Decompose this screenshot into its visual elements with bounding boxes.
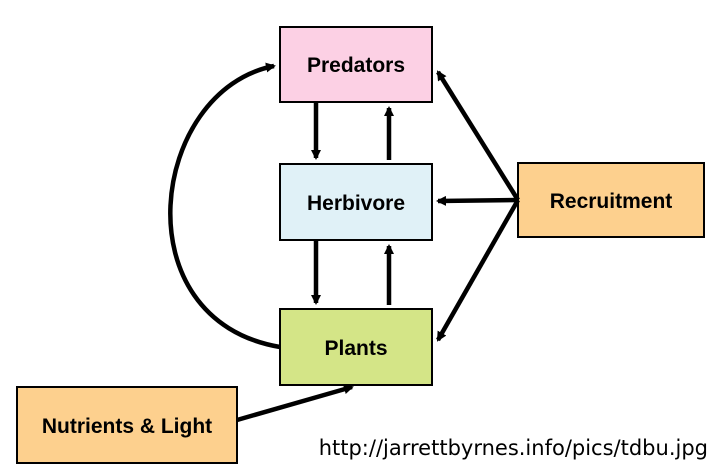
herbivore-label: Herbivore [307, 192, 405, 215]
predators-label: Predators [307, 54, 405, 77]
herbivore-box [279, 163, 433, 241]
nutrients-light-box [16, 386, 238, 464]
node-plants: Plants [279, 308, 433, 386]
plants-label: Plants [324, 337, 387, 360]
node-herbivore: Herbivore [279, 163, 433, 241]
arrow-recruitment-to-plants [436, 198, 520, 342]
plants-box [279, 308, 433, 386]
nutrients-light-label: Nutrients & Light [42, 415, 212, 438]
arrow-recruitment-to-predators [436, 70, 520, 202]
predators-box [279, 26, 433, 103]
arrow-recruitment-to-herbivore [436, 195, 519, 206]
recruitment-box [517, 162, 705, 238]
arrow-nutrients-to-plants [236, 384, 354, 423]
node-nutrients-light: Nutrients & Light [16, 386, 238, 464]
node-predators: Predators [279, 26, 433, 103]
source-url: http://jarrettbyrnes.info/pics/tdbu.jpg [319, 436, 708, 460]
arrow-plants-to-predators-curve [168, 62, 281, 350]
node-recruitment: Recruitment [517, 162, 705, 238]
recruitment-label: Recruitment [550, 190, 673, 213]
